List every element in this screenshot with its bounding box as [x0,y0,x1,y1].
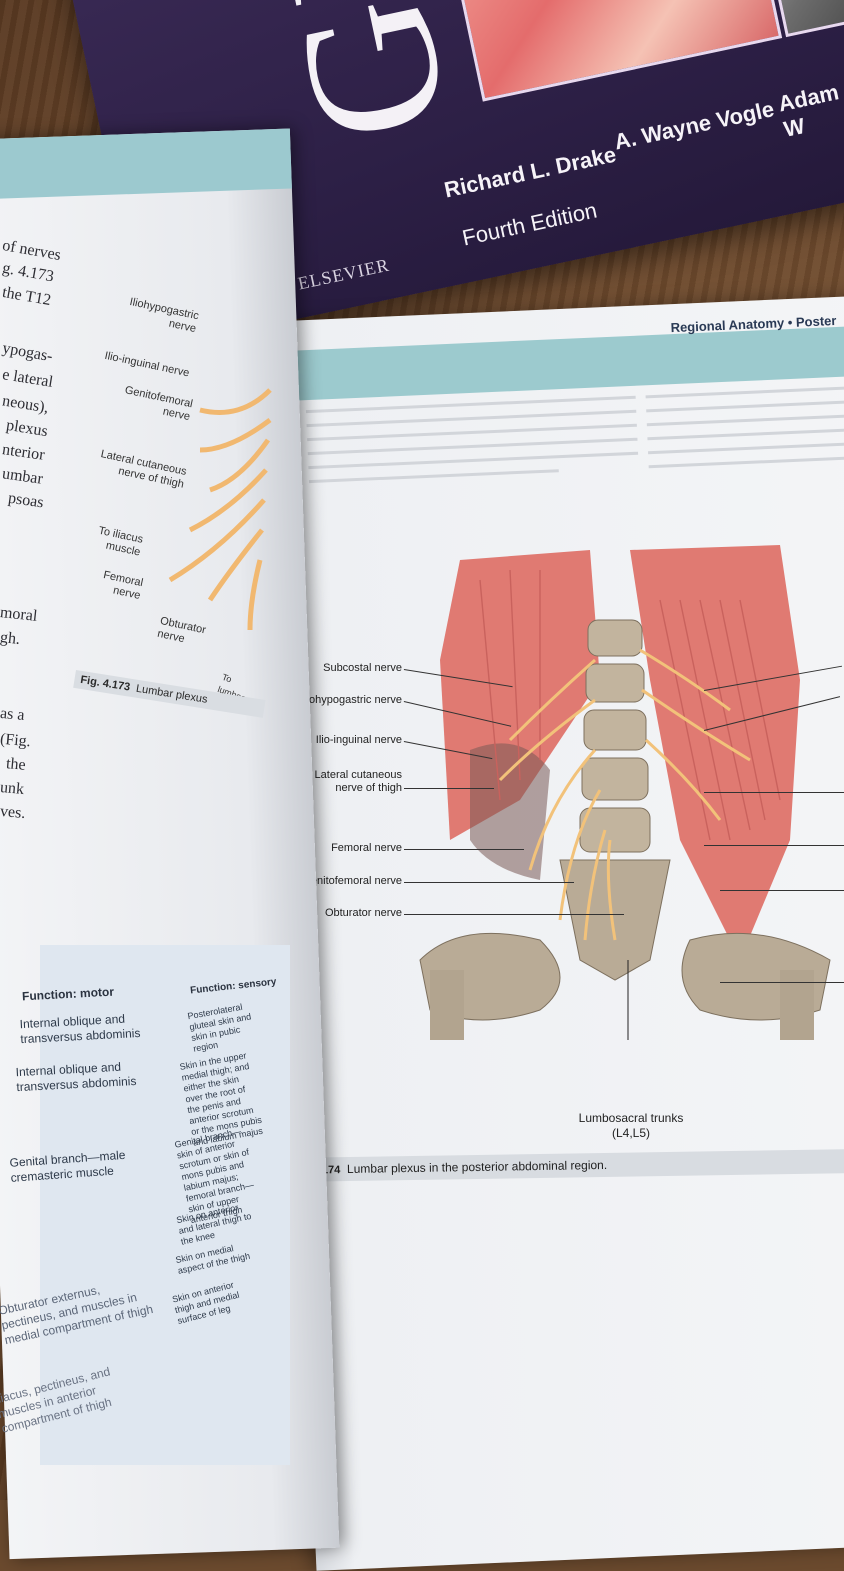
plexus-nerve-branches [168,388,272,631]
nerves-left [498,658,617,941]
body-text-line: gh. [0,629,21,649]
faint-text-line [308,451,639,470]
cover-illustration [440,0,783,102]
label-subcostal-nerve: Subcostal nerve [323,662,402,674]
vertebra-l1 [587,619,643,657]
faint-text-line [307,437,638,456]
muscle-fibers-left [479,569,541,801]
psoas-major-right [630,545,800,960]
body-text-line: as a [0,704,26,725]
faint-text-line [646,412,844,427]
leader-line [404,849,524,850]
body-text-line: psoas [7,489,45,512]
table-motor-cell: Internal oblique and transversus abdomin… [15,1059,137,1095]
nerves-right [639,648,751,821]
leader-line [404,914,624,915]
vertebra-l2 [585,663,645,703]
leader-line [404,788,494,789]
faint-text-line [307,423,637,442]
faint-text-line [646,398,844,413]
faint-text-line [648,440,844,455]
femur-right [780,970,814,1040]
femur-left [430,970,464,1040]
label-obturator-nerve: Obturator nerve [324,907,402,919]
faint-text-line [648,454,844,469]
faint-text-line [306,409,637,428]
iliacus-left [470,743,550,880]
posterior-abdominal-illustration [419,545,831,1040]
table-header-sensory: Function: sensory [189,976,278,997]
faint-text-line [645,384,844,399]
vertebra-l4 [581,757,649,801]
body-text-line: unk [0,778,25,799]
body-text-line: the [5,755,27,774]
leader-line [720,890,844,891]
leader-line [404,882,574,883]
faint-text-line [647,426,844,441]
leader-line [704,845,844,846]
leader-line [704,792,844,793]
figure-4-174-text: Lumbar plexus in the posterior abdominal… [346,1157,608,1177]
body-text-line: (Fig. [0,730,32,751]
table-sensory-cell: Skin on anterior thigh and medial surfac… [171,1279,241,1326]
faint-text-line [305,395,636,414]
table-sensory-cell: Posterolateral gluteal skin and skin in … [186,1001,252,1054]
label-femoral-nerve: Femoral nerve [331,842,402,854]
vertebra-l5 [579,807,651,853]
sacrum [559,859,671,981]
label-genitofemoral-nerve: Genitofemoral nerve [302,875,402,887]
left-page-header-band [0,128,292,200]
faint-text-line [308,469,559,484]
nerve-function-table: Function: motor Function: sensory Intern… [0,945,290,1465]
table-motor-cell: Internal oblique and transversus abdomin… [19,1011,141,1047]
label-ilio-inguinal-nerve: Ilio-inguinal nerve [315,734,402,746]
label-lateral-cutaneous-nerve: Lateral cutaneous nerve of thigh [314,769,402,794]
label-iliohypogastric-nerve: Iliohypogastric nerve [301,694,402,706]
lumbar-plexus-diagram [168,388,272,631]
label-lumbosacral-trunks: Lumbosacral trunks (L4,L5) [578,1111,684,1140]
vertebra-l3 [583,709,647,751]
body-text-line: moral [0,604,39,625]
leader-line [720,982,844,983]
body-text-line: ves. [0,802,27,823]
